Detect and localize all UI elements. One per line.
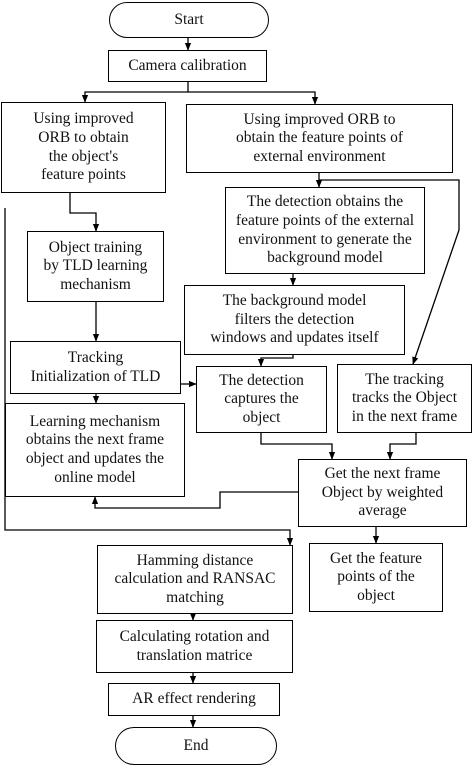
orb-object-box: Using improved ORB to obtain the object'… xyxy=(1,102,166,193)
arrow-captures-weighted xyxy=(260,433,336,460)
detection-captures-box: The detection captures the object xyxy=(196,366,327,433)
tld-training-box: Object training by TLD learning mechanis… xyxy=(27,231,164,302)
ar-rendering-box: AR effect rendering xyxy=(108,683,280,716)
arrow-orb-object-training xyxy=(69,193,100,232)
background-filter-box: The background model filters the detecti… xyxy=(184,285,405,355)
arrow-orb-object-hamming xyxy=(4,208,294,546)
weighted-average-box: Get the next frame Object by weighted av… xyxy=(298,459,467,527)
learning-mechanism-box: Learning mechanism obtains the next fram… xyxy=(5,403,185,497)
end-terminal: End xyxy=(115,727,277,765)
hamming-ransac-box: Hamming distance calculation and RANSAC … xyxy=(97,545,293,614)
camera-calibration-box: Camera calibration xyxy=(108,50,267,82)
arrow-filter-captures xyxy=(257,355,294,367)
start-terminal: Start xyxy=(109,2,269,38)
arrow-orb-env-tracking xyxy=(319,179,460,365)
orb-environment-box: Using improved ORB to obtain the feature… xyxy=(186,104,453,173)
feature-points-box: Get the feature points of the object xyxy=(309,543,443,612)
arrow-calibration-split-right xyxy=(188,91,319,105)
tracking-tracks-box: The tracking tracks the Object in the ne… xyxy=(337,364,472,433)
arrow-calibration-split-left xyxy=(81,82,189,103)
arrow-tracking-weighted xyxy=(386,433,417,460)
rotation-translation-box: Calculating rotation and translation mat… xyxy=(96,620,293,673)
tracking-init-box: Tracking Initialization of TLD xyxy=(10,341,181,394)
detection-background-box: The detection obtains the feature points… xyxy=(225,187,425,274)
arrow-weighted-learning xyxy=(91,491,298,509)
